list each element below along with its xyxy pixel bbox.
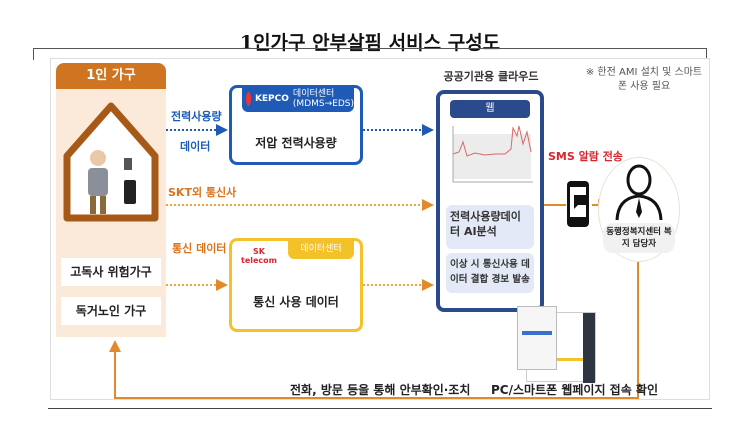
note: ※ 한전 AMI 설치 및 스마트폰 사용 필요 xyxy=(585,67,703,92)
sk-center: 데이터센터 xyxy=(288,239,354,259)
mobile-web-thumbnail xyxy=(517,306,557,370)
telecom-data-label: 통신 데이터 xyxy=(172,242,227,255)
ai-analysis-card: 전력사용량데이터 AI분석 xyxy=(446,205,534,249)
action-text: 전화, 방문 등을 통해 안부확인·조치 xyxy=(290,383,471,397)
usage-chart xyxy=(452,125,533,183)
worker-label: 동행정복지센터 복지 담당자 xyxy=(603,223,675,253)
sk-box: SK telecom 데이터센터 통신 사용 데이터 xyxy=(229,238,363,332)
worker-icon xyxy=(615,164,663,221)
power-usage-label: 전력사용량 xyxy=(171,110,222,123)
risk-household-item: 고독사 위험가구 xyxy=(61,258,161,286)
kepco-logo: KEPCO xyxy=(254,94,289,104)
title-bracket xyxy=(33,48,707,60)
kepco-center: 데이터센터 xyxy=(292,89,335,99)
kepco-sub: (MDMS→EDS) xyxy=(292,99,354,109)
divider xyxy=(48,408,712,409)
elderly-household-item: 독거노인 가구 xyxy=(61,297,161,325)
meter-icon xyxy=(124,158,132,170)
household-header: 1인 가구 xyxy=(56,63,166,89)
kepco-box: KEPCO 데이터센터(MDMS→EDS) 저압 전력사용량 xyxy=(229,85,363,165)
kepco-header: KEPCO 데이터센터(MDMS→EDS) xyxy=(242,86,354,112)
sk-body: 통신 사용 데이터 xyxy=(253,295,339,309)
kepco-logo-icon xyxy=(246,92,251,106)
web-check-text: PC/스마트폰 웹페이지 접속 확인 xyxy=(491,383,658,397)
sms-label: SMS 알람 전송 xyxy=(548,150,623,163)
elderly-person-icon xyxy=(90,150,106,166)
phone-icon xyxy=(124,180,136,204)
feedback-arrow xyxy=(109,262,639,399)
kepco-body: 저압 전력사용량 xyxy=(255,136,337,150)
alert-card: 이상 시 통신사용 데이터 결합 경보 발송 xyxy=(446,253,534,293)
house-icon xyxy=(63,102,159,222)
sms-phone-icon xyxy=(567,181,589,227)
web-header: 웹 xyxy=(450,100,530,118)
skt-label: SKT외 통신사 xyxy=(168,186,237,199)
data-label: 데이터 xyxy=(180,140,211,153)
sk-logo: SK telecom xyxy=(241,247,277,265)
cloud-title: 공공기관용 클라우드 xyxy=(443,70,539,83)
